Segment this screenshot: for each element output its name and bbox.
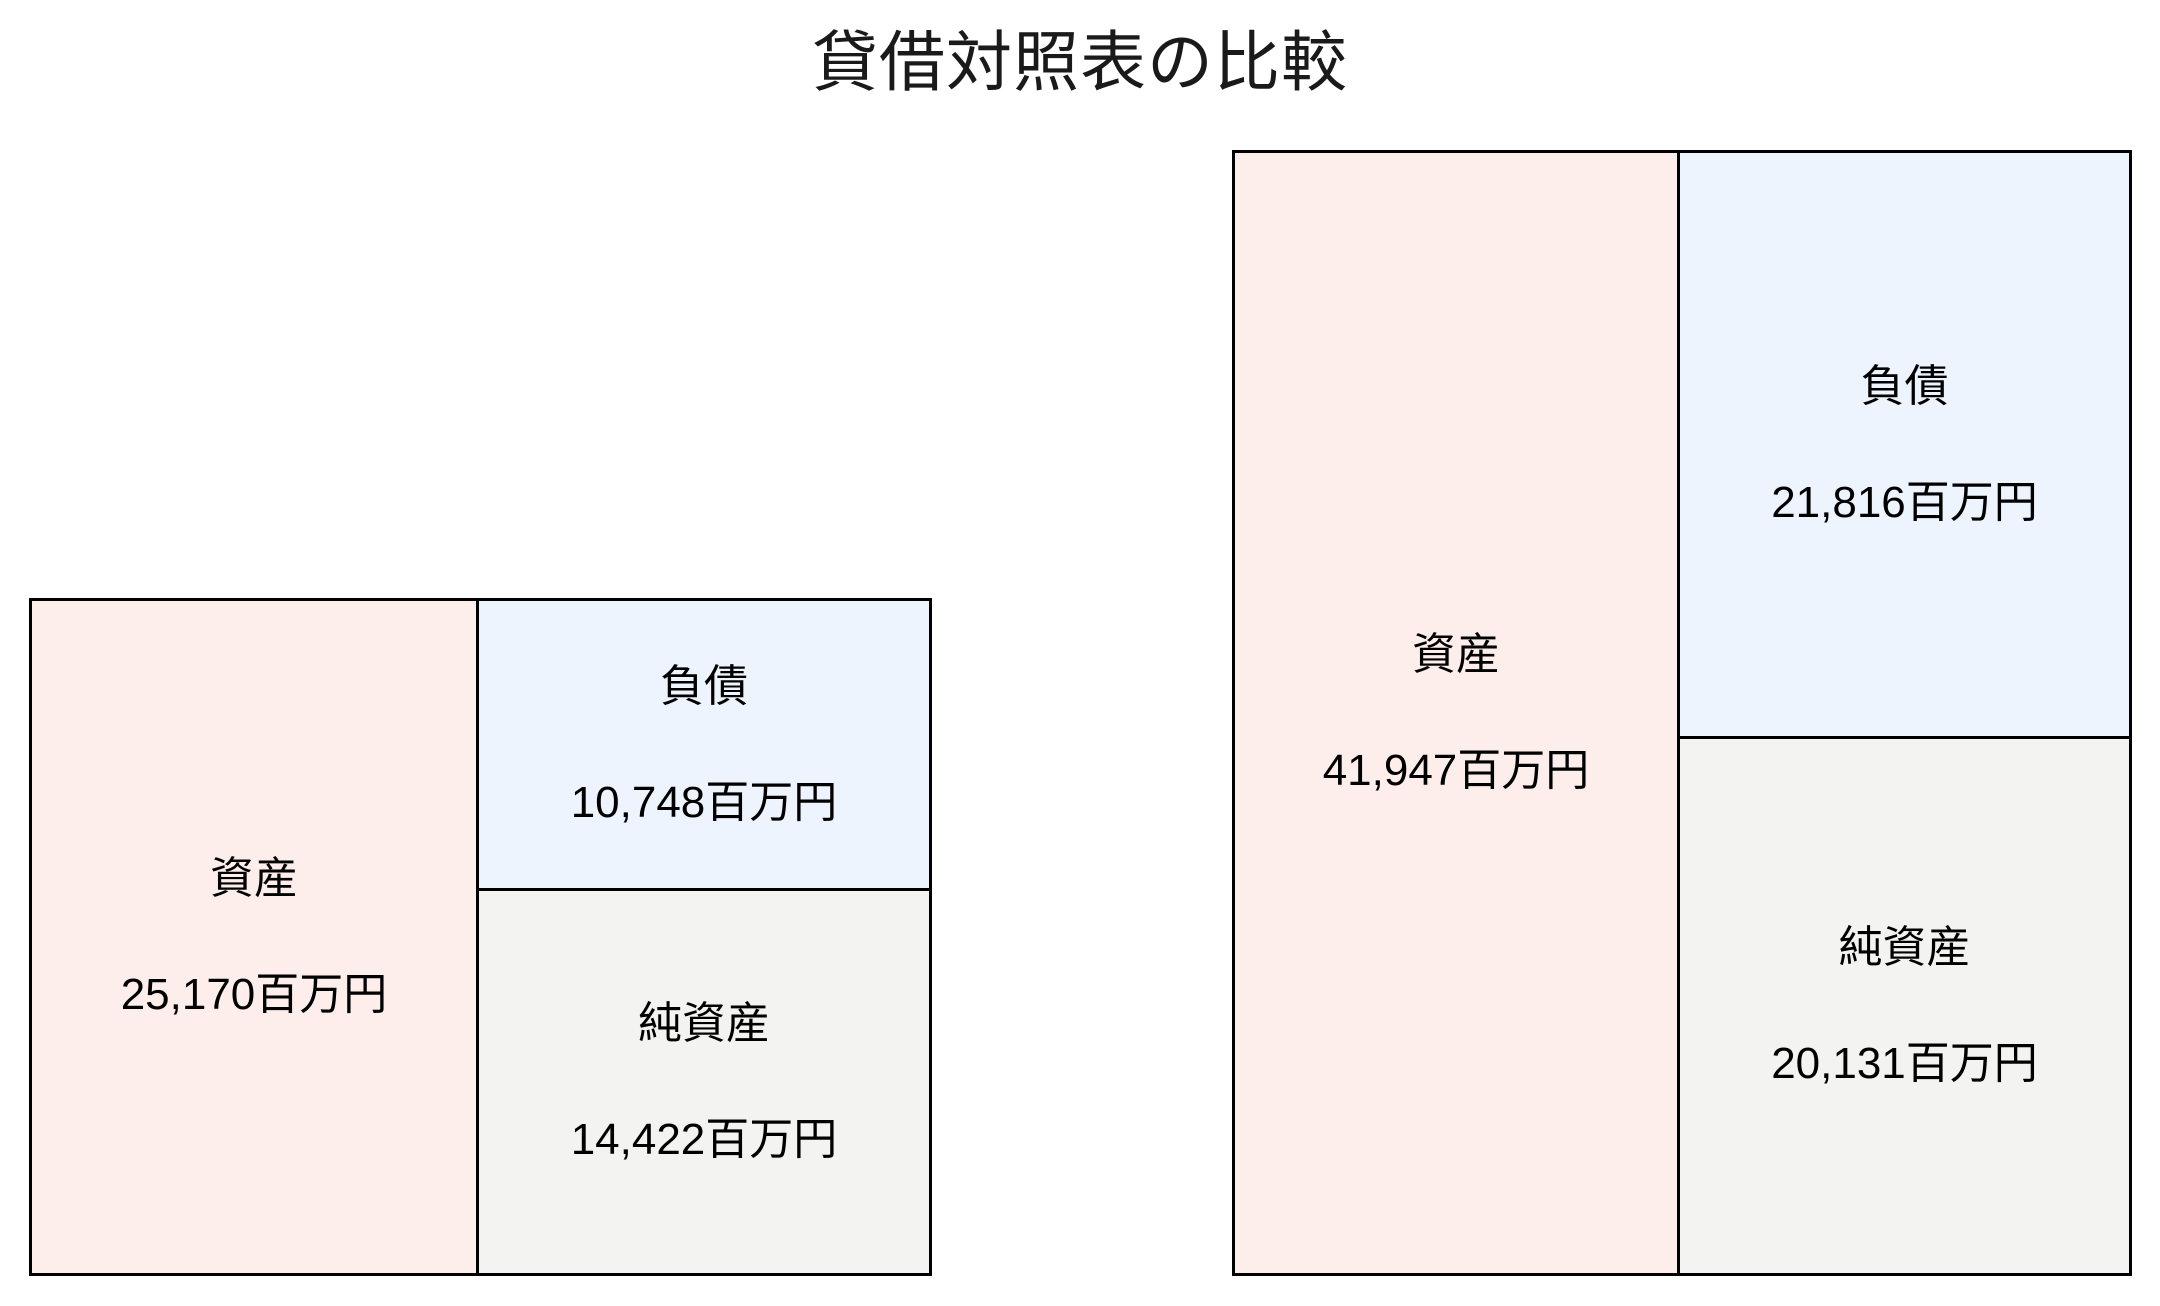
liabilities-and-equity-column-right: 負債 21,816百万円 純資産 20,131百万円 (1680, 150, 2132, 1276)
assets-box-left: 資産 25,170百万円 (29, 598, 479, 1276)
balance-sheet-figure-left: 資産 25,170百万円 負債 10,748百万円 純資産 14,422百万円 (29, 598, 932, 1276)
net-assets-label-value-right: 20,131百万円 (1771, 1039, 2038, 1089)
liabilities-and-equity-column-left: 負債 10,748百万円 純資産 14,422百万円 (479, 598, 932, 1276)
balance-sheet-figure-right: 資産 41,947百万円 負債 21,816百万円 純資産 20,131百万円 (1232, 150, 2132, 1276)
liabilities-label-left: 負債 10,748百万円 (479, 599, 929, 889)
net-assets-label-value-left: 14,422百万円 (570, 1115, 838, 1165)
assets-label-value-left: 25,170百万円 (120, 970, 388, 1020)
net-assets-box-left: 純資産 14,422百万円 (479, 891, 929, 1273)
assets-label-left: 資産 25,170百万円 (32, 792, 476, 1082)
assets-box-right: 資産 41,947百万円 (1232, 150, 1680, 1276)
net-assets-label-text-left: 純資産 (638, 998, 770, 1048)
assets-label-text-left: 資産 (210, 853, 298, 903)
chart-title: 貸借対照表の比較 (812, 25, 1348, 99)
assets-label-value-right: 41,947百万円 (1322, 746, 1590, 796)
liabilities-box-right: 負債 21,816百万円 (1680, 153, 2129, 739)
liabilities-label-value-left: 10,748百万円 (570, 777, 838, 827)
liabilities-label-text-left: 負債 (660, 661, 748, 711)
assets-label-right: 資産 41,947百万円 (1235, 568, 1677, 858)
net-assets-label-right: 純資産 20,131百万円 (1680, 861, 2129, 1151)
net-assets-label-text-right: 純資産 (1838, 922, 1971, 972)
liabilities-box-left: 負債 10,748百万円 (479, 601, 929, 891)
net-assets-label-left: 純資産 14,422百万円 (479, 937, 929, 1227)
liabilities-label-text-right: 負債 (1860, 361, 1949, 411)
liabilities-label-value-right: 21,816百万円 (1771, 477, 2038, 527)
net-assets-box-right: 純資産 20,131百万円 (1680, 739, 2129, 1273)
liabilities-label-right: 負債 21,816百万円 (1680, 299, 2129, 589)
assets-label-text-right: 資産 (1412, 629, 1500, 679)
